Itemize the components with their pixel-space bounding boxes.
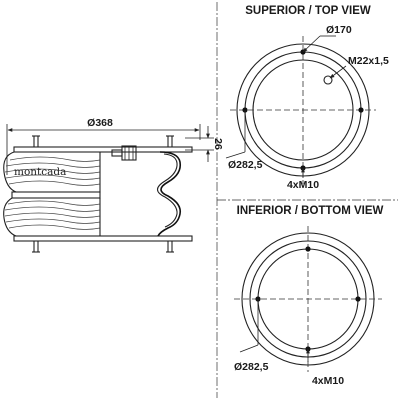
lower-cord-ribs xyxy=(4,200,101,230)
bellows-section-profile xyxy=(157,151,182,237)
air-port-icon xyxy=(323,75,333,85)
top-view: SUPERIOR / TOP VIEW Ø170 M22x1,5 Ø282,5 … xyxy=(225,5,389,191)
port-leader xyxy=(329,65,347,79)
top-view-title: SUPERIOR / TOP VIEW xyxy=(245,5,371,17)
bottom-view: INFERIOR / BOTTOM VIEW Ø282,5 4xM10 xyxy=(234,205,384,387)
upper-cord-ribs xyxy=(4,156,101,186)
air-fitting xyxy=(111,145,137,161)
top-bolts-label: 4xM10 xyxy=(287,179,319,191)
height-label: 26 xyxy=(212,138,224,150)
bottom-view-title: INFERIOR / BOTTOM VIEW xyxy=(237,205,384,217)
lower-convolution xyxy=(3,197,101,237)
inner-diameter-leader xyxy=(302,35,321,53)
upper-convolution xyxy=(3,151,101,193)
bottom-bead-plate xyxy=(13,235,193,242)
bottom-studs xyxy=(32,241,174,253)
top-studs xyxy=(32,135,174,147)
side-view: Ø368 26 xyxy=(3,117,224,253)
inner-diameter-label: Ø170 xyxy=(326,24,352,36)
bottom-bolt-circle-label: Ø282,5 xyxy=(234,361,269,373)
top-bead-plate xyxy=(13,146,193,153)
bellows-section-inner xyxy=(156,153,178,228)
brand-label: montcada xyxy=(14,166,66,178)
girdle-ring xyxy=(11,191,101,199)
bottom-bolts-label: 4xM10 xyxy=(312,375,344,387)
side-diameter-label: Ø368 xyxy=(87,117,113,129)
port-label: M22x1,5 xyxy=(348,55,389,67)
top-bolt-circle-label: Ø282,5 xyxy=(228,159,263,171)
